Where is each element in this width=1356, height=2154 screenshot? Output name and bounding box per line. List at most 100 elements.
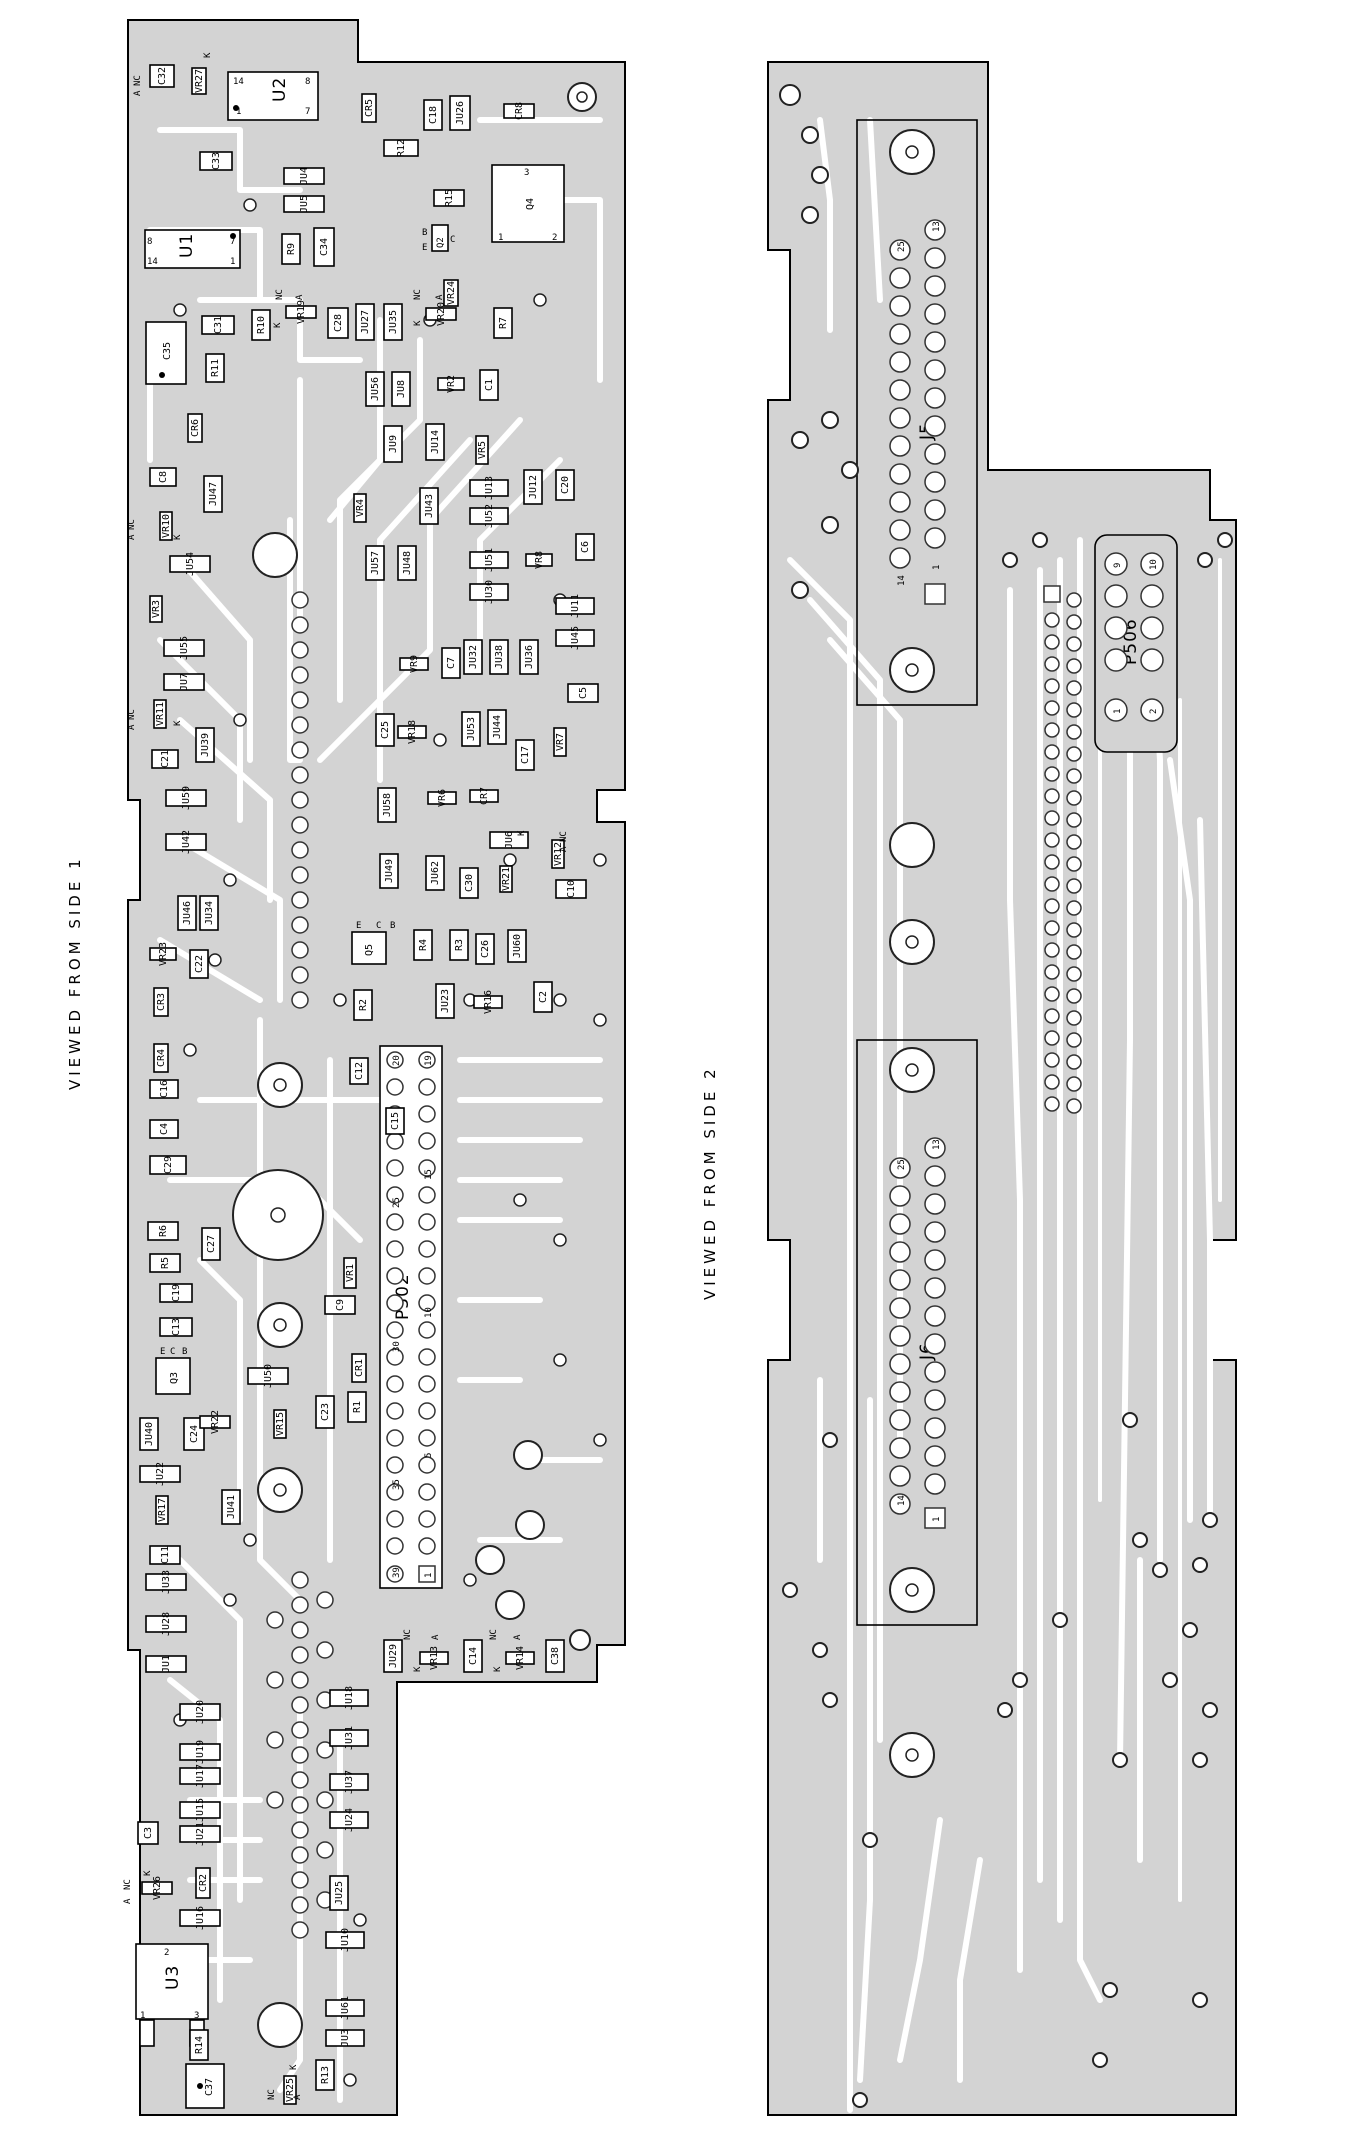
j5-connector: J5 25 13 14 1 bbox=[856, 119, 978, 706]
cap-c8: C8 bbox=[149, 467, 177, 487]
resistor-r15: R15 bbox=[433, 189, 465, 207]
cap-c4-label: C4 bbox=[159, 1123, 170, 1135]
u1-pin-8: 8 bbox=[147, 237, 152, 247]
cap-c7-label: C7 bbox=[446, 657, 457, 669]
p502-pins bbox=[386, 1051, 436, 1583]
u2-chip: U2 14 8 1 7 bbox=[227, 71, 319, 121]
zener-vr5-label: VR5 bbox=[477, 441, 488, 459]
jumper-ju60-label: JU60 bbox=[512, 934, 523, 958]
zener-vr14-label: VR14 bbox=[515, 1646, 526, 1670]
cap-c15-label: C15 bbox=[390, 1112, 401, 1130]
zener-vr8: VR8 bbox=[525, 551, 553, 569]
u1-label: U1 bbox=[177, 233, 197, 258]
jumper-ju49-label: JU49 bbox=[384, 859, 395, 883]
cap-c19: C19 bbox=[159, 1283, 193, 1303]
zener-vr14: VR14 bbox=[505, 1646, 535, 1670]
p506-pin-1: 1 bbox=[1113, 709, 1123, 714]
zener-vr24-label: VR24 bbox=[446, 281, 457, 305]
p506-connector: P506 9 10 1 2 bbox=[1094, 534, 1178, 753]
p502-connector: P502 bbox=[379, 1045, 443, 1589]
diode-cr4: CR4 bbox=[153, 1043, 169, 1073]
jumper-ju54: JU54 bbox=[169, 552, 211, 576]
cap-c3-label: C3 bbox=[143, 1827, 154, 1839]
zener-vr17-label: VR17 bbox=[157, 1498, 168, 1522]
cap-c11-label: C11 bbox=[160, 1546, 171, 1564]
jumper-ju21: JU21 bbox=[179, 1822, 221, 1846]
jumper-ju4-label: JU4 bbox=[299, 167, 310, 185]
resistor-r4: R4 bbox=[413, 929, 433, 961]
zener-vr10-label: VR10 bbox=[161, 514, 172, 538]
jumper-ju21-label: JU21 bbox=[195, 1822, 206, 1846]
q4-pin-1: 1 bbox=[498, 233, 503, 243]
zener-vr23: VR23 bbox=[149, 942, 177, 966]
jumper-ju52-label: JU52 bbox=[484, 504, 495, 528]
jumper-ju59-label: JU59 bbox=[181, 786, 192, 810]
q4-part: Q4 3 1 2 bbox=[491, 164, 565, 243]
zener-vr4: VR4 bbox=[353, 493, 367, 523]
jumper-ju35: JU35 bbox=[383, 303, 403, 341]
zener-vr12-label: VR12 bbox=[553, 842, 564, 866]
q2-label: Q2 bbox=[436, 237, 446, 248]
cap-c34: C34 bbox=[313, 227, 335, 267]
jumper-ju44-label: JU44 bbox=[492, 715, 503, 739]
jumper-ju6-label: JU6 bbox=[504, 831, 515, 849]
jumper-ju19: JU19 bbox=[179, 1740, 221, 1764]
zener-vr20: VR20 bbox=[425, 302, 457, 326]
resistor-r9: R9 bbox=[281, 233, 301, 265]
jumper-ju1-label: JU1 bbox=[161, 1655, 172, 1673]
q3-pin-b: B bbox=[182, 1347, 187, 1357]
jumper-ju61-label: JU61 bbox=[340, 1996, 351, 2020]
jumper-ju18: JU18 bbox=[329, 1686, 369, 1710]
jumper-ju28: JU28 bbox=[145, 1612, 187, 1636]
pin-tag-k: K bbox=[493, 1666, 503, 1672]
jumper-ju23: JU23 bbox=[435, 983, 455, 1019]
resistor-r13-label: R13 bbox=[320, 2066, 331, 2084]
jumper-ju12-label: JU12 bbox=[528, 475, 539, 499]
zener-vr27-label: VR27 bbox=[194, 69, 205, 93]
jumper-ju19-label: JU19 bbox=[195, 1740, 206, 1764]
cap-c8-label: C8 bbox=[158, 471, 169, 483]
zener-vr25: VR25 bbox=[283, 2075, 297, 2105]
zener-vr17: VR17 bbox=[155, 1495, 169, 1525]
cap-c16: C16 bbox=[149, 1079, 179, 1099]
cap-c13-label: C13 bbox=[171, 1318, 182, 1336]
zener-vr23-label: VR23 bbox=[158, 942, 169, 966]
zener-vr2: VR2 bbox=[437, 375, 465, 393]
j6-pin-1: 1 bbox=[932, 1517, 942, 1522]
p502-pin-5: 5 bbox=[424, 1453, 434, 1458]
jumper-ju27-label: JU27 bbox=[360, 310, 371, 334]
p502-pin-30: 30 bbox=[392, 1341, 402, 1352]
q2-pin-b: B bbox=[422, 228, 427, 238]
jumper-ju1: JU1 bbox=[145, 1655, 187, 1673]
jumper-ju29-label: JU29 bbox=[388, 1644, 399, 1668]
zener-vr16-label: VR16 bbox=[483, 990, 494, 1014]
pin-tag-k: K bbox=[173, 534, 183, 540]
u3-pin-3: 3 bbox=[194, 2011, 199, 2021]
resistor-r9-label: R9 bbox=[286, 243, 297, 255]
pin-tag-a: A bbox=[127, 724, 137, 730]
cap-c18: C18 bbox=[423, 99, 443, 131]
zener-vr19-label: VR19 bbox=[296, 300, 307, 324]
resistor-r12-label: R12 bbox=[396, 139, 407, 157]
resistor-r15-label: R15 bbox=[444, 189, 455, 207]
u1-pin-1: 1 bbox=[230, 257, 235, 267]
jumper-ju47-label: JU47 bbox=[208, 482, 219, 506]
cap-c34-label: C34 bbox=[319, 238, 330, 256]
u2-pin-1: 1 bbox=[236, 107, 241, 117]
cap-c3: C3 bbox=[137, 1821, 159, 1845]
u3-chip: U3 2 1 3 bbox=[135, 1943, 209, 2047]
jumper-ju38-label: JU38 bbox=[494, 645, 505, 669]
resistor-r5-label: R5 bbox=[160, 1257, 171, 1269]
cap-c20: C20 bbox=[555, 469, 575, 501]
diode-cr3-label: CR3 bbox=[156, 993, 167, 1011]
jumper-ju20: JU20 bbox=[179, 1700, 221, 1724]
side1-board-outline bbox=[127, 19, 626, 2116]
jumper-ju17-label: JU17 bbox=[195, 1764, 206, 1788]
jumper-ju9-label: JU9 bbox=[388, 435, 399, 453]
cap-c27: C27 bbox=[201, 1227, 221, 1261]
jumper-ju11-label: JU11 bbox=[570, 594, 581, 618]
cap-c19-label: C19 bbox=[171, 1284, 182, 1302]
diode-cr6-label: CR6 bbox=[190, 419, 201, 437]
j6-pin-13: 13 bbox=[932, 1139, 942, 1150]
